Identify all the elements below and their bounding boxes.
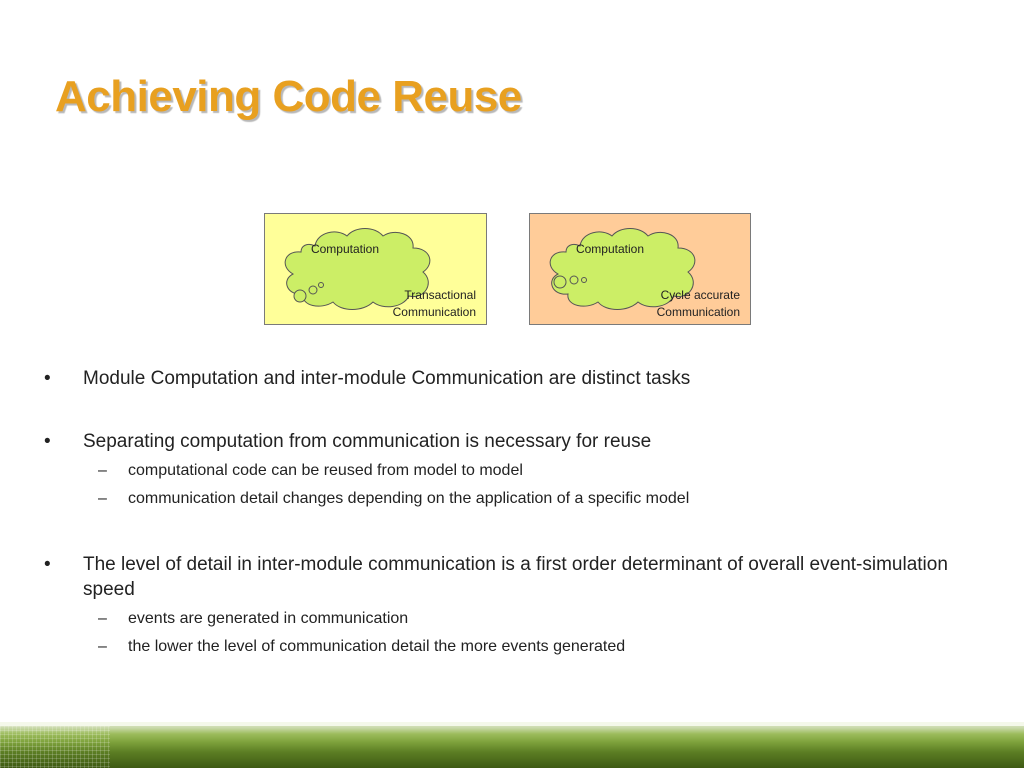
bullet-marker: •	[44, 368, 51, 389]
sub-bullet-item: – events are generated in communication	[44, 608, 984, 630]
bullet-item: • Separating computation from communicat…	[44, 429, 984, 454]
bullet-marker: •	[44, 554, 51, 575]
sub-bullet-text: computational code can be reused from mo…	[128, 462, 523, 479]
box-label-line2: Communication	[656, 305, 740, 319]
box-label: Transactional Communication	[356, 287, 476, 321]
cloud-label: Computation	[575, 242, 645, 256]
sub-bullet-text: the lower the level of communication det…	[128, 638, 626, 655]
sub-bullet-marker: –	[98, 462, 107, 479]
box-label: Cycle accurate Communication	[620, 287, 740, 321]
slide-title: Achieving Code Reuse	[55, 72, 522, 121]
bullet-list: • Module Computation and inter-module Co…	[44, 366, 984, 658]
cloud-icon	[549, 228, 696, 310]
cloud-label: Computation	[310, 242, 380, 256]
sub-bullet-text: events are generated in communication	[128, 610, 409, 627]
bullet-text: The level of detail in inter-module comm…	[83, 554, 948, 600]
box-label-line1: Cycle accurate	[660, 288, 740, 302]
bullet-item: • The level of detail in inter-module co…	[44, 552, 984, 602]
footer-grid-pattern	[0, 726, 110, 768]
bullet-text: Separating computation from communicatio…	[83, 431, 652, 452]
transactional-communication-box: Computation Transactional Communication	[264, 213, 487, 325]
sub-bullet-marker: –	[98, 638, 107, 655]
sub-bullet-marker: –	[98, 610, 107, 627]
box-label-line2: Communication	[392, 305, 476, 319]
sub-bullet-item: – communication detail changes depending…	[44, 488, 984, 510]
cycle-accurate-communication-box: Computation Cycle accurate Communication	[529, 213, 751, 325]
bullet-text: Module Computation and inter-module Comm…	[83, 368, 691, 389]
box-label-line1: Transactional	[404, 288, 476, 302]
sub-bullet-text: communication detail changes depending o…	[128, 490, 690, 507]
cloud-icon	[284, 228, 431, 310]
bullet-item: • Module Computation and inter-module Co…	[44, 366, 984, 391]
bullet-marker: •	[44, 431, 51, 452]
footer-bar	[0, 722, 1024, 768]
sub-bullet-item: – computational code can be reused from …	[44, 460, 984, 482]
sub-bullet-item: – the lower the level of communication d…	[44, 636, 984, 658]
sub-bullet-marker: –	[98, 490, 107, 507]
